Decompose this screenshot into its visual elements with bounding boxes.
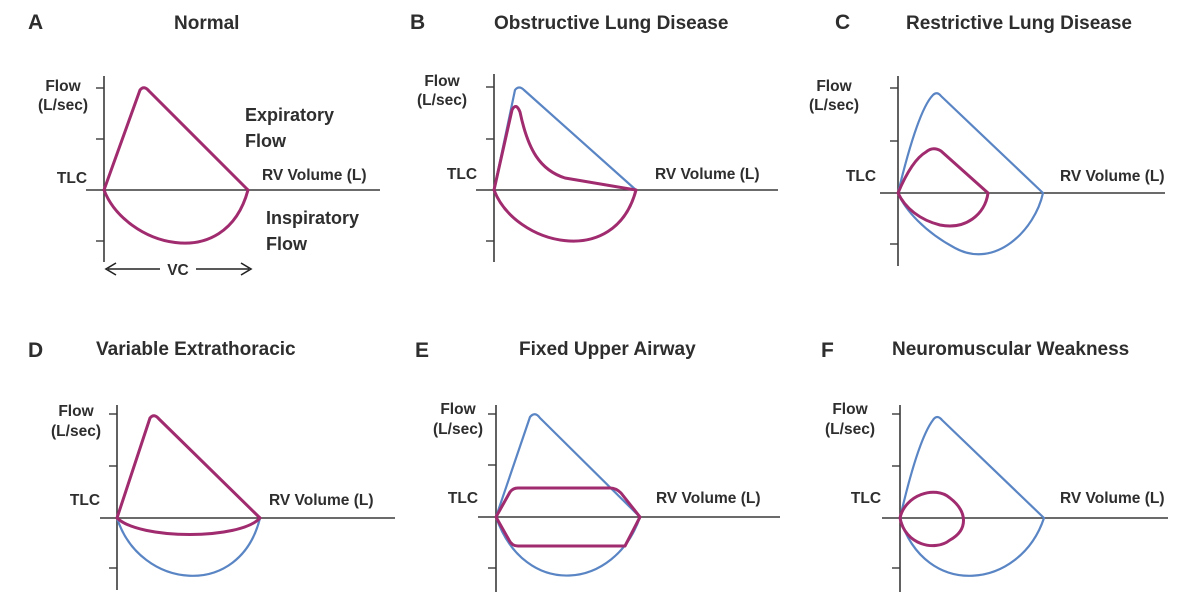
tlc-label: TLC (447, 166, 477, 183)
expiratory-flow-label-line2: Flow (245, 131, 287, 151)
rv-volume-label: RV Volume (L) (1060, 168, 1165, 185)
expiratory-flow-curve (102, 86, 250, 192)
panel-letter: A (28, 11, 43, 34)
tlc-label: TLC (846, 168, 876, 185)
normal-reference-loop (896, 92, 1045, 256)
flattened-inspiratory-curve (115, 516, 262, 536)
y-axis-label-line1: Flow (58, 403, 94, 420)
y-axis-label-line2: (L/sec) (417, 92, 467, 109)
panel-d: D Variable Extrathoracic Flow (L/sec) TL… (28, 339, 395, 590)
y-axis-label-line1: Flow (45, 78, 81, 95)
panel-f: F Neuromuscular Weakness Flow (L/sec) TL… (821, 339, 1168, 592)
vc-arrowhead-right (240, 262, 253, 276)
neuromuscular-weakness-loop (898, 490, 965, 548)
tlc-label: TLC (70, 492, 100, 509)
y-axis-label-line1: Flow (424, 73, 460, 90)
restrictive-loop (896, 147, 990, 228)
vc-label: VC (167, 262, 189, 279)
panel-b: B Obstructive Lung Disease Flow (L/sec) … (410, 11, 778, 262)
rv-volume-label: RV Volume (L) (262, 167, 367, 184)
obstructive-expiratory-curve (492, 105, 638, 192)
y-axis-label-line2: (L/sec) (38, 97, 88, 114)
normal-reference-loop (898, 415, 1046, 577)
normal-reference-loop (494, 413, 642, 577)
panel-letter: B (410, 11, 425, 34)
y-axis-label-line2: (L/sec) (51, 423, 101, 440)
rv-volume-label: RV Volume (L) (655, 166, 760, 183)
rv-volume-label: RV Volume (L) (656, 490, 761, 507)
vc-arrowhead-left (104, 262, 117, 276)
y-axis-label-line1: Flow (440, 401, 476, 418)
expiratory-flow-curve (115, 414, 262, 520)
y-axis-label-line1: Flow (816, 78, 852, 95)
panel-letter: F (821, 339, 834, 362)
normal-reference-inspiratory-curve (115, 516, 262, 577)
panel-letter: E (415, 339, 429, 362)
panel-letter: C (835, 11, 850, 34)
rv-volume-label: RV Volume (L) (1060, 490, 1165, 507)
panel-title: Obstructive Lung Disease (494, 13, 728, 34)
panel-letter: D (28, 339, 43, 362)
y-axis-label-line1: Flow (832, 401, 868, 418)
tlc-label: TLC (851, 490, 881, 507)
fixed-obstruction-loop (494, 486, 642, 548)
y-axis-label-line2: (L/sec) (825, 421, 875, 438)
panel-e: E Fixed Upper Airway Flow (L/sec) TLC RV… (415, 339, 780, 592)
expiratory-flow-label-line1: Expiratory (245, 105, 334, 125)
panel-a: A Normal Flow (L/sec) TLC RV Volume (L) … (28, 11, 380, 279)
panel-title: Neuromuscular Weakness (892, 339, 1129, 360)
panel-title: Normal (174, 13, 239, 34)
panel-title: Restrictive Lung Disease (906, 13, 1132, 34)
panel-c: C Restrictive Lung Disease Flow (L/sec) … (809, 11, 1165, 266)
tlc-label: TLC (448, 490, 478, 507)
inspiratory-flow-label-line2: Flow (266, 234, 308, 254)
tlc-label: TLC (57, 170, 87, 187)
y-axis-label-line2: (L/sec) (809, 97, 859, 114)
rv-volume-label: RV Volume (L) (269, 492, 374, 509)
inspiratory-flow-curve (492, 188, 638, 243)
inspiratory-flow-label-line1: Inspiratory (266, 208, 359, 228)
normal-reference-curve (492, 86, 638, 192)
y-axis-label-line2: (L/sec) (433, 421, 483, 438)
panel-title: Fixed Upper Airway (519, 339, 696, 360)
inspiratory-flow-curve (102, 188, 250, 245)
panel-title: Variable Extrathoracic (96, 339, 296, 360)
